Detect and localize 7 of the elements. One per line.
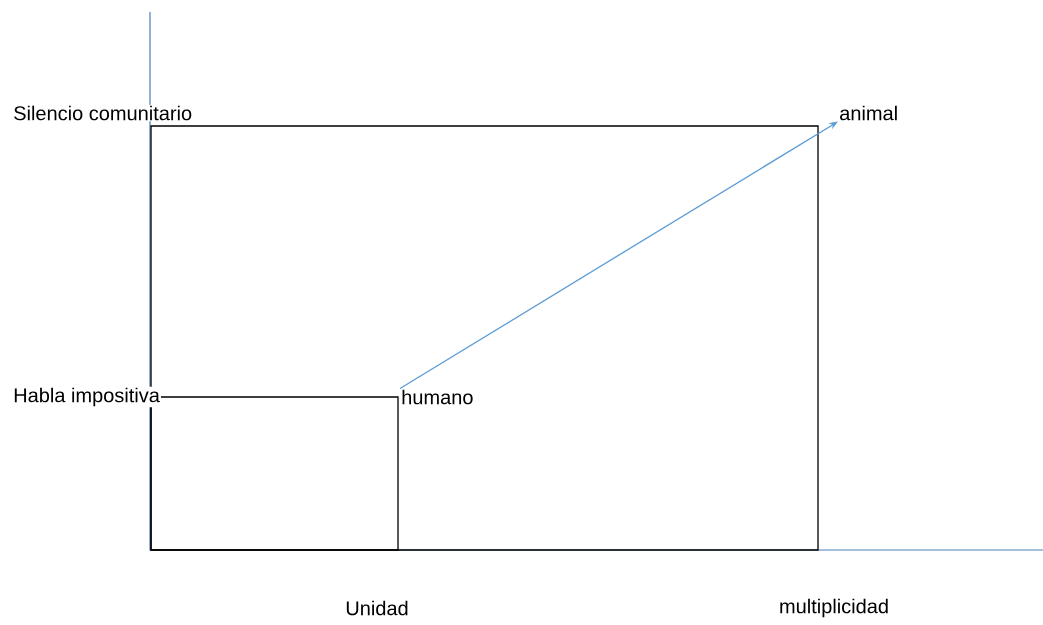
axis-label: Silencio comunitario bbox=[12, 104, 194, 122]
node-text: humano bbox=[400, 388, 475, 406]
node-text: animal bbox=[838, 104, 900, 122]
axis-label: Unidad bbox=[344, 599, 410, 617]
arrow bbox=[399, 121, 838, 390]
axis-label: multiplicidad bbox=[778, 597, 891, 619]
axis-label: Habla impositiva bbox=[12, 386, 161, 408]
